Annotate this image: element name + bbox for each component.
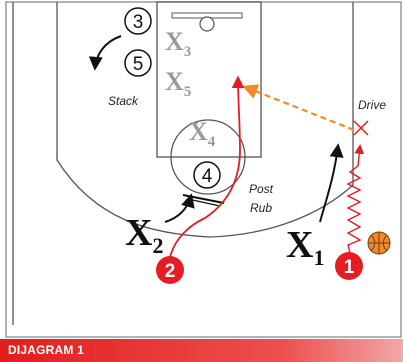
defender-x3: X3	[165, 27, 191, 60]
player-4: 4	[193, 161, 221, 189]
svg-text:2: 2	[165, 261, 176, 282]
player-3: 3	[124, 7, 152, 35]
player-5: 5	[124, 49, 152, 77]
svg-text:1: 1	[344, 257, 355, 278]
drive-point-marker	[353, 120, 369, 136]
rim	[199, 16, 215, 32]
defender-x1: X1	[286, 224, 324, 270]
defender-x4: X4	[189, 117, 216, 150]
svg-text:5: 5	[133, 54, 144, 75]
defender-x2-move-arrow	[164, 193, 195, 223]
three-point-line	[56, 2, 354, 238]
free-throw-circle	[170, 119, 246, 195]
svg-text:4: 4	[202, 166, 213, 187]
caption-bar: DIJAGRAM 1	[0, 339, 403, 362]
dribble-path-player-1	[346, 144, 365, 254]
rub-label: Rub	[250, 201, 272, 215]
player-1: 1	[335, 252, 363, 280]
basketball-icon	[367, 231, 391, 255]
svg-text:3: 3	[133, 12, 144, 33]
stack-label: Stack	[108, 94, 139, 108]
diagram-caption: DIJAGRAM 1	[8, 343, 85, 357]
player-2: 2	[156, 256, 184, 284]
defender-x2: X2	[125, 212, 163, 258]
defender-x5: X5	[165, 67, 191, 100]
cut-line-player-2	[169, 75, 245, 258]
defender-x1-move-arrow	[319, 143, 344, 223]
drive-label: Drive	[358, 98, 386, 112]
post-label: Post	[249, 182, 274, 196]
stack-move-arrow	[88, 35, 122, 71]
